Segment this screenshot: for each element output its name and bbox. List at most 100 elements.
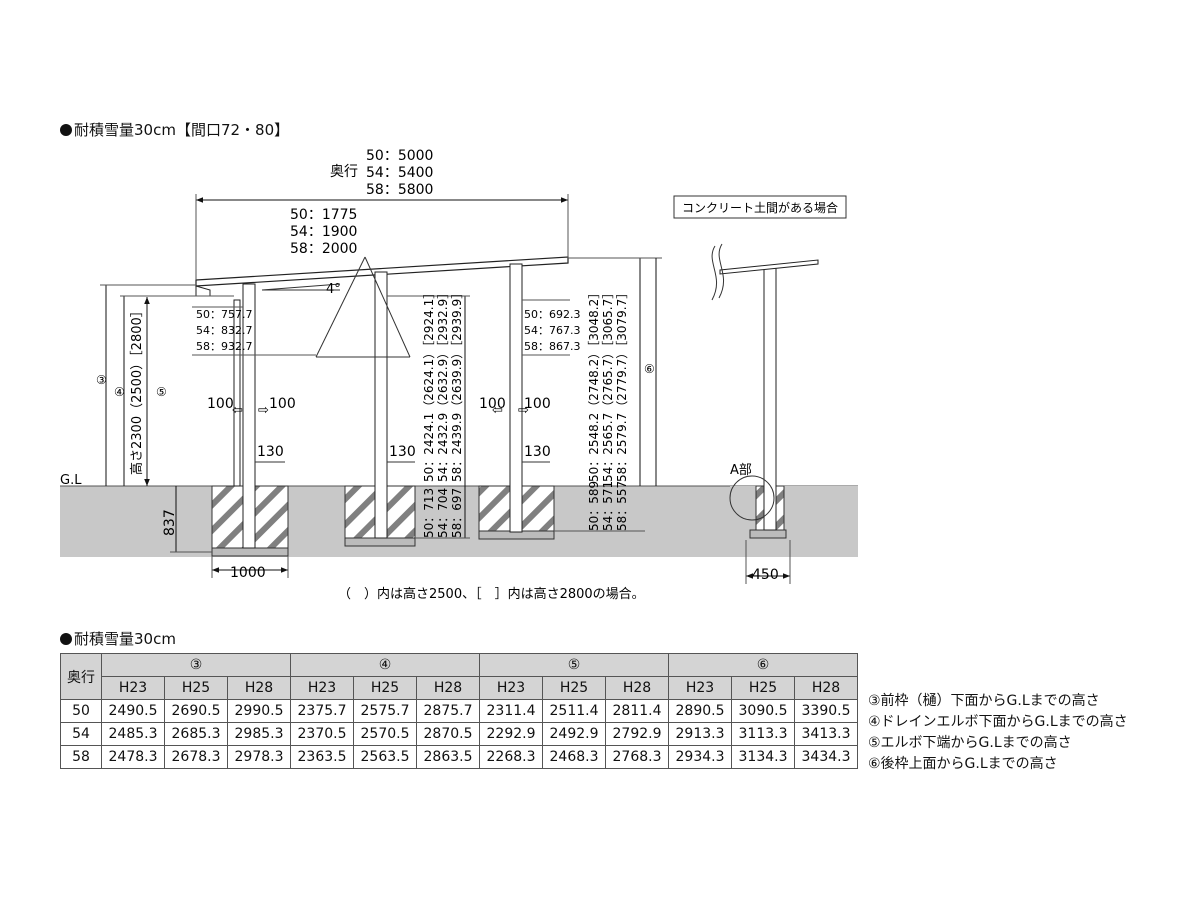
sub-header: H28	[794, 676, 858, 700]
height-table-container: 奥行 ③ ④ ⑤ ⑥ H23 H25 H28 H23 H25 H28 H23 H…	[60, 653, 858, 769]
rear-height-58: 58：2579.7（2779.7）［3079.7］	[615, 287, 629, 482]
rear-post	[509, 263, 523, 533]
table-cell: 2990.5	[227, 699, 291, 723]
table-cell: 3113.3	[731, 722, 795, 746]
circle-4-label: ④	[114, 385, 125, 399]
sub-header: H25	[731, 676, 795, 700]
concrete-note: コンクリート土間がある場合	[682, 200, 838, 215]
mid-depth-58: 58：697	[450, 488, 464, 538]
table-cell: 2490.5	[101, 699, 165, 723]
table-cell: 2292.9	[479, 722, 543, 746]
detail-a-circle	[729, 475, 775, 521]
table-cell: 3434.3	[794, 745, 858, 769]
table-cell: 2690.5	[164, 699, 228, 723]
table-cell: 3134.3	[731, 745, 795, 769]
sub-header: H25	[164, 676, 228, 700]
span-value-50: 50：1775	[290, 207, 357, 223]
sub-header: H28	[605, 676, 669, 700]
sub-header: H28	[227, 676, 291, 700]
rear-depth-54: 54：571	[601, 481, 615, 531]
table-cell: 2375.7	[290, 699, 354, 723]
sub-header: H23	[479, 676, 543, 700]
table-cell: 2768.3	[605, 745, 669, 769]
table-cell: 2870.5	[416, 722, 480, 746]
front-offset-54: 54：832.7	[196, 324, 253, 337]
table-cell: 2985.3	[227, 722, 291, 746]
bullet-icon	[60, 633, 72, 645]
concrete-note-box	[673, 195, 847, 219]
span-value-54: 54：1900	[290, 224, 357, 240]
foundation-width-label: 1000	[230, 565, 266, 581]
table-cell: 2685.3	[164, 722, 228, 746]
table-cell: 2468.3	[542, 745, 606, 769]
dim-130-front: 130	[257, 444, 284, 460]
section-title-2: 耐積雪量30cm	[60, 628, 176, 649]
legend-item-5: ⑤エルボ下端からG.Lまでの高さ	[868, 735, 1072, 751]
table-cell: 2370.5	[290, 722, 354, 746]
height-table: 奥行 ③ ④ ⑤ ⑥ H23 H25 H28 H23 H25 H28 H23 H…	[60, 653, 858, 769]
sub-header: H28	[416, 676, 480, 700]
a-part-label: A部	[730, 463, 752, 478]
arrow-right-icon: ⇨	[258, 403, 269, 418]
row-depth: 54	[60, 722, 102, 746]
table-cell: 2811.4	[605, 699, 669, 723]
group-header-4: ④	[290, 653, 480, 677]
depth-value-54: 54：5400	[366, 165, 433, 181]
rear-height-54: 54：2565.7（2765.7）［3065.7］	[601, 287, 615, 482]
table-cell: 2913.3	[668, 722, 732, 746]
concrete-post	[763, 267, 777, 531]
foundation-depth-label: 837	[162, 509, 178, 536]
table-cell: 2311.4	[479, 699, 543, 723]
mid-depth-54: 54：704	[436, 488, 450, 538]
depth-value-58: 58：5800	[366, 182, 433, 198]
table-cell: 2678.3	[164, 745, 228, 769]
table-cell: 2570.5	[353, 722, 417, 746]
legend-item-3: ③前枠（樋）下面からG.Lまでの高さ	[868, 693, 1100, 709]
roof-angle: 4°	[326, 282, 341, 297]
circle-3-label: ③	[96, 373, 107, 387]
mid-height-50: 50：2424.1（2624.1）［2924.1］	[422, 287, 436, 482]
depth-header: 奥行	[60, 653, 102, 700]
legend-item-4: ④ドレインエルボ下面からG.Lまでの高さ	[868, 714, 1128, 730]
front-offset-50: 50：757.7	[196, 308, 253, 321]
table-cell: 2890.5	[668, 699, 732, 723]
circle-5-label: ⑤	[156, 385, 167, 399]
table-cell: 2575.7	[353, 699, 417, 723]
mid-height-54: 54：2432.9（2632.9）［2932.9］	[436, 287, 450, 482]
table-cell: 2363.5	[290, 745, 354, 769]
offset-100-right-rear: 100	[524, 396, 551, 412]
offset-100-right: 100	[269, 396, 296, 412]
mid-post	[374, 271, 388, 539]
gl-label: G.L	[60, 473, 82, 488]
table-cell: 2511.4	[542, 699, 606, 723]
table-row: 50 2490.5 2690.5 2990.5 2375.7 2575.7 28…	[60, 699, 858, 723]
rear-offset-54: 54：767.3	[524, 324, 581, 337]
table-cell: 2485.3	[101, 722, 165, 746]
svg-text:⇨: ⇨	[518, 403, 529, 418]
table-row: 54 2485.3 2685.3 2985.3 2370.5 2570.5 28…	[60, 722, 858, 746]
sub-header: H25	[542, 676, 606, 700]
sub-header: H23	[290, 676, 354, 700]
sub-header: H23	[101, 676, 165, 700]
table-row: 58 2478.3 2678.3 2978.3 2363.5 2563.5 28…	[60, 745, 858, 769]
sub-header: H25	[353, 676, 417, 700]
svg-text:⇦: ⇦	[492, 403, 503, 418]
depth-label: 奥行	[330, 163, 358, 180]
section-title-1: 耐積雪量30cm【間口72・80】	[60, 119, 289, 140]
group-header-5: ⑤	[479, 653, 669, 677]
offset-100-left: 100	[207, 396, 234, 412]
table-cell: 2563.5	[353, 745, 417, 769]
table-cell: 2492.9	[542, 722, 606, 746]
rear-depth-50: 50：589	[587, 481, 601, 531]
rear-offset-50: 50：692.3	[524, 308, 581, 321]
dim-130-rear: 130	[524, 444, 551, 460]
dim-450-label: 450	[752, 567, 779, 583]
row-depth: 50	[60, 699, 102, 723]
arrow-left-icon: ⇦	[232, 403, 243, 418]
table-legend: ③前枠（樋）下面からG.Lまでの高さ ④ドレインエルボ下面からG.Lまでの高さ …	[868, 691, 1128, 775]
table-cell: 2875.7	[416, 699, 480, 723]
table-cell: 3413.3	[794, 722, 858, 746]
table-cell: 2478.3	[101, 745, 165, 769]
rear-height-50: 50：2548.2（2748.2）［3048.2］	[587, 287, 601, 482]
table-cell: 3390.5	[794, 699, 858, 723]
